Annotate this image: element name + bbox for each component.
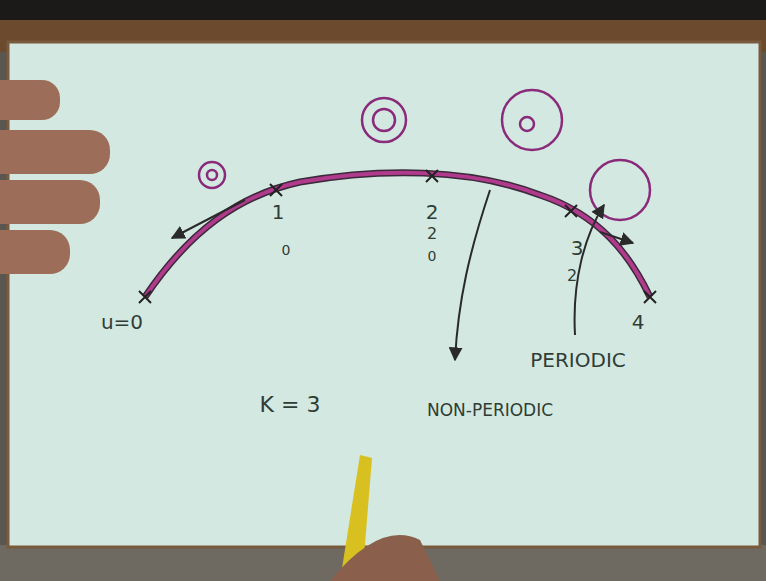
knot-mark — [139, 170, 656, 303]
knot-number: 3 — [571, 238, 584, 258]
order-label: K = 3 — [260, 394, 321, 416]
multiplicity-number: 2 — [427, 226, 437, 242]
knot-number: 2 — [426, 202, 439, 222]
paper — [8, 42, 760, 547]
hand — [0, 80, 110, 274]
note-label: NON-PERIODIC — [427, 402, 553, 419]
arrow — [172, 190, 633, 360]
note-label: PERIODIC — [530, 350, 626, 370]
knot-number: 1 — [272, 202, 285, 222]
hand — [330, 535, 440, 581]
multiplicity-number: 0 — [428, 249, 437, 263]
circle-mark — [199, 90, 650, 220]
top-border — [0, 0, 766, 20]
knot-number: 4 — [632, 312, 645, 332]
multiplicity-number: 0 — [282, 243, 291, 257]
spline-curve — [145, 173, 650, 297]
multiplicity-number: 2 — [567, 268, 577, 284]
axis-label: u=0 — [101, 312, 143, 332]
spline-curve — [145, 173, 650, 297]
